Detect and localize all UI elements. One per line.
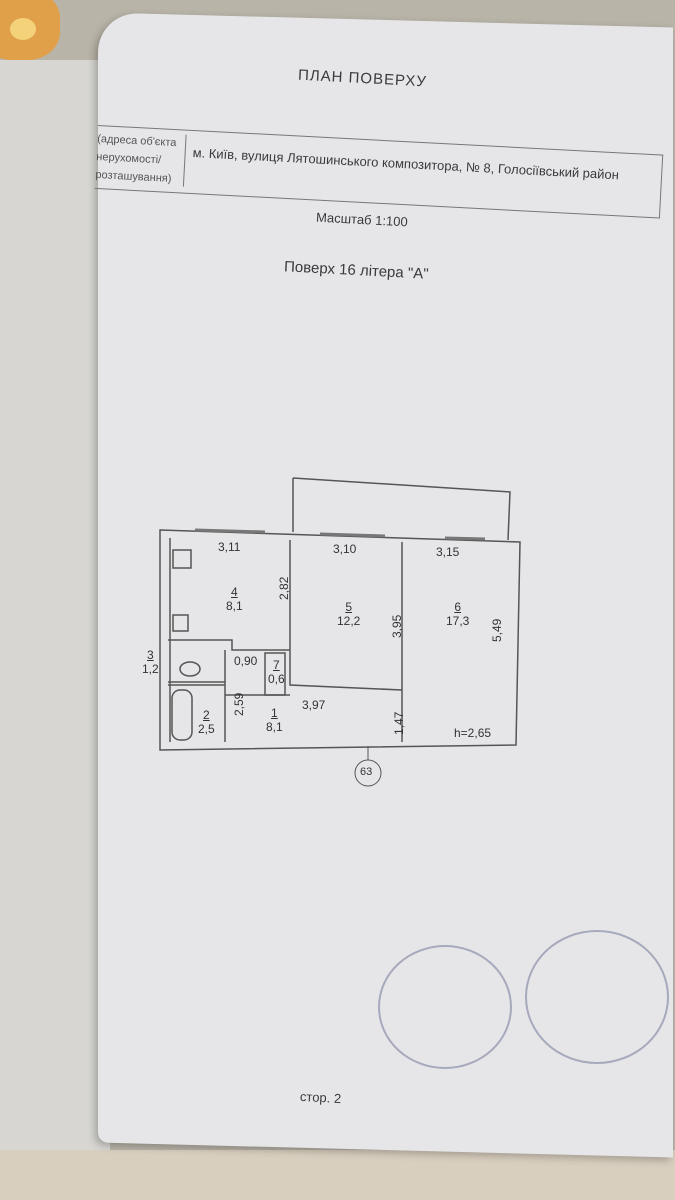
table-surface [0, 1150, 675, 1200]
plan-walls [159, 477, 521, 787]
axis-marker: 63 [360, 766, 373, 778]
dimension: 0,90 [234, 654, 258, 668]
underlying-page [0, 60, 110, 1200]
address-value: м. Київ, вулиця Лятошинського композитор… [192, 145, 620, 183]
dimension: 1,47 [392, 711, 406, 735]
dimension: 5,49 [490, 618, 504, 642]
dimension: 3,15 [436, 545, 460, 559]
dimension: 3,11 [218, 540, 241, 554]
official-stamp [525, 930, 669, 1064]
balcony-outline [292, 477, 511, 541]
outer-wall [159, 529, 521, 751]
flower-center [10, 18, 36, 40]
page-number: стор. 2 [299, 1088, 342, 1107]
official-stamp [378, 945, 512, 1069]
dimension: 2,59 [232, 692, 246, 716]
dimension: 3,95 [390, 614, 404, 638]
ceiling-height: h=2,65 [454, 726, 492, 740]
dimension: 2,82 [277, 576, 291, 600]
floor-plan: 3,11 3,10 3,15 2,82 3,95 5,49 0,90 2,59 … [140, 470, 530, 790]
dimension: 3,10 [333, 542, 357, 556]
address-label: (адреса об'єкта нерухомості/розташування… [95, 129, 187, 187]
dimension: 3,97 [302, 698, 326, 712]
